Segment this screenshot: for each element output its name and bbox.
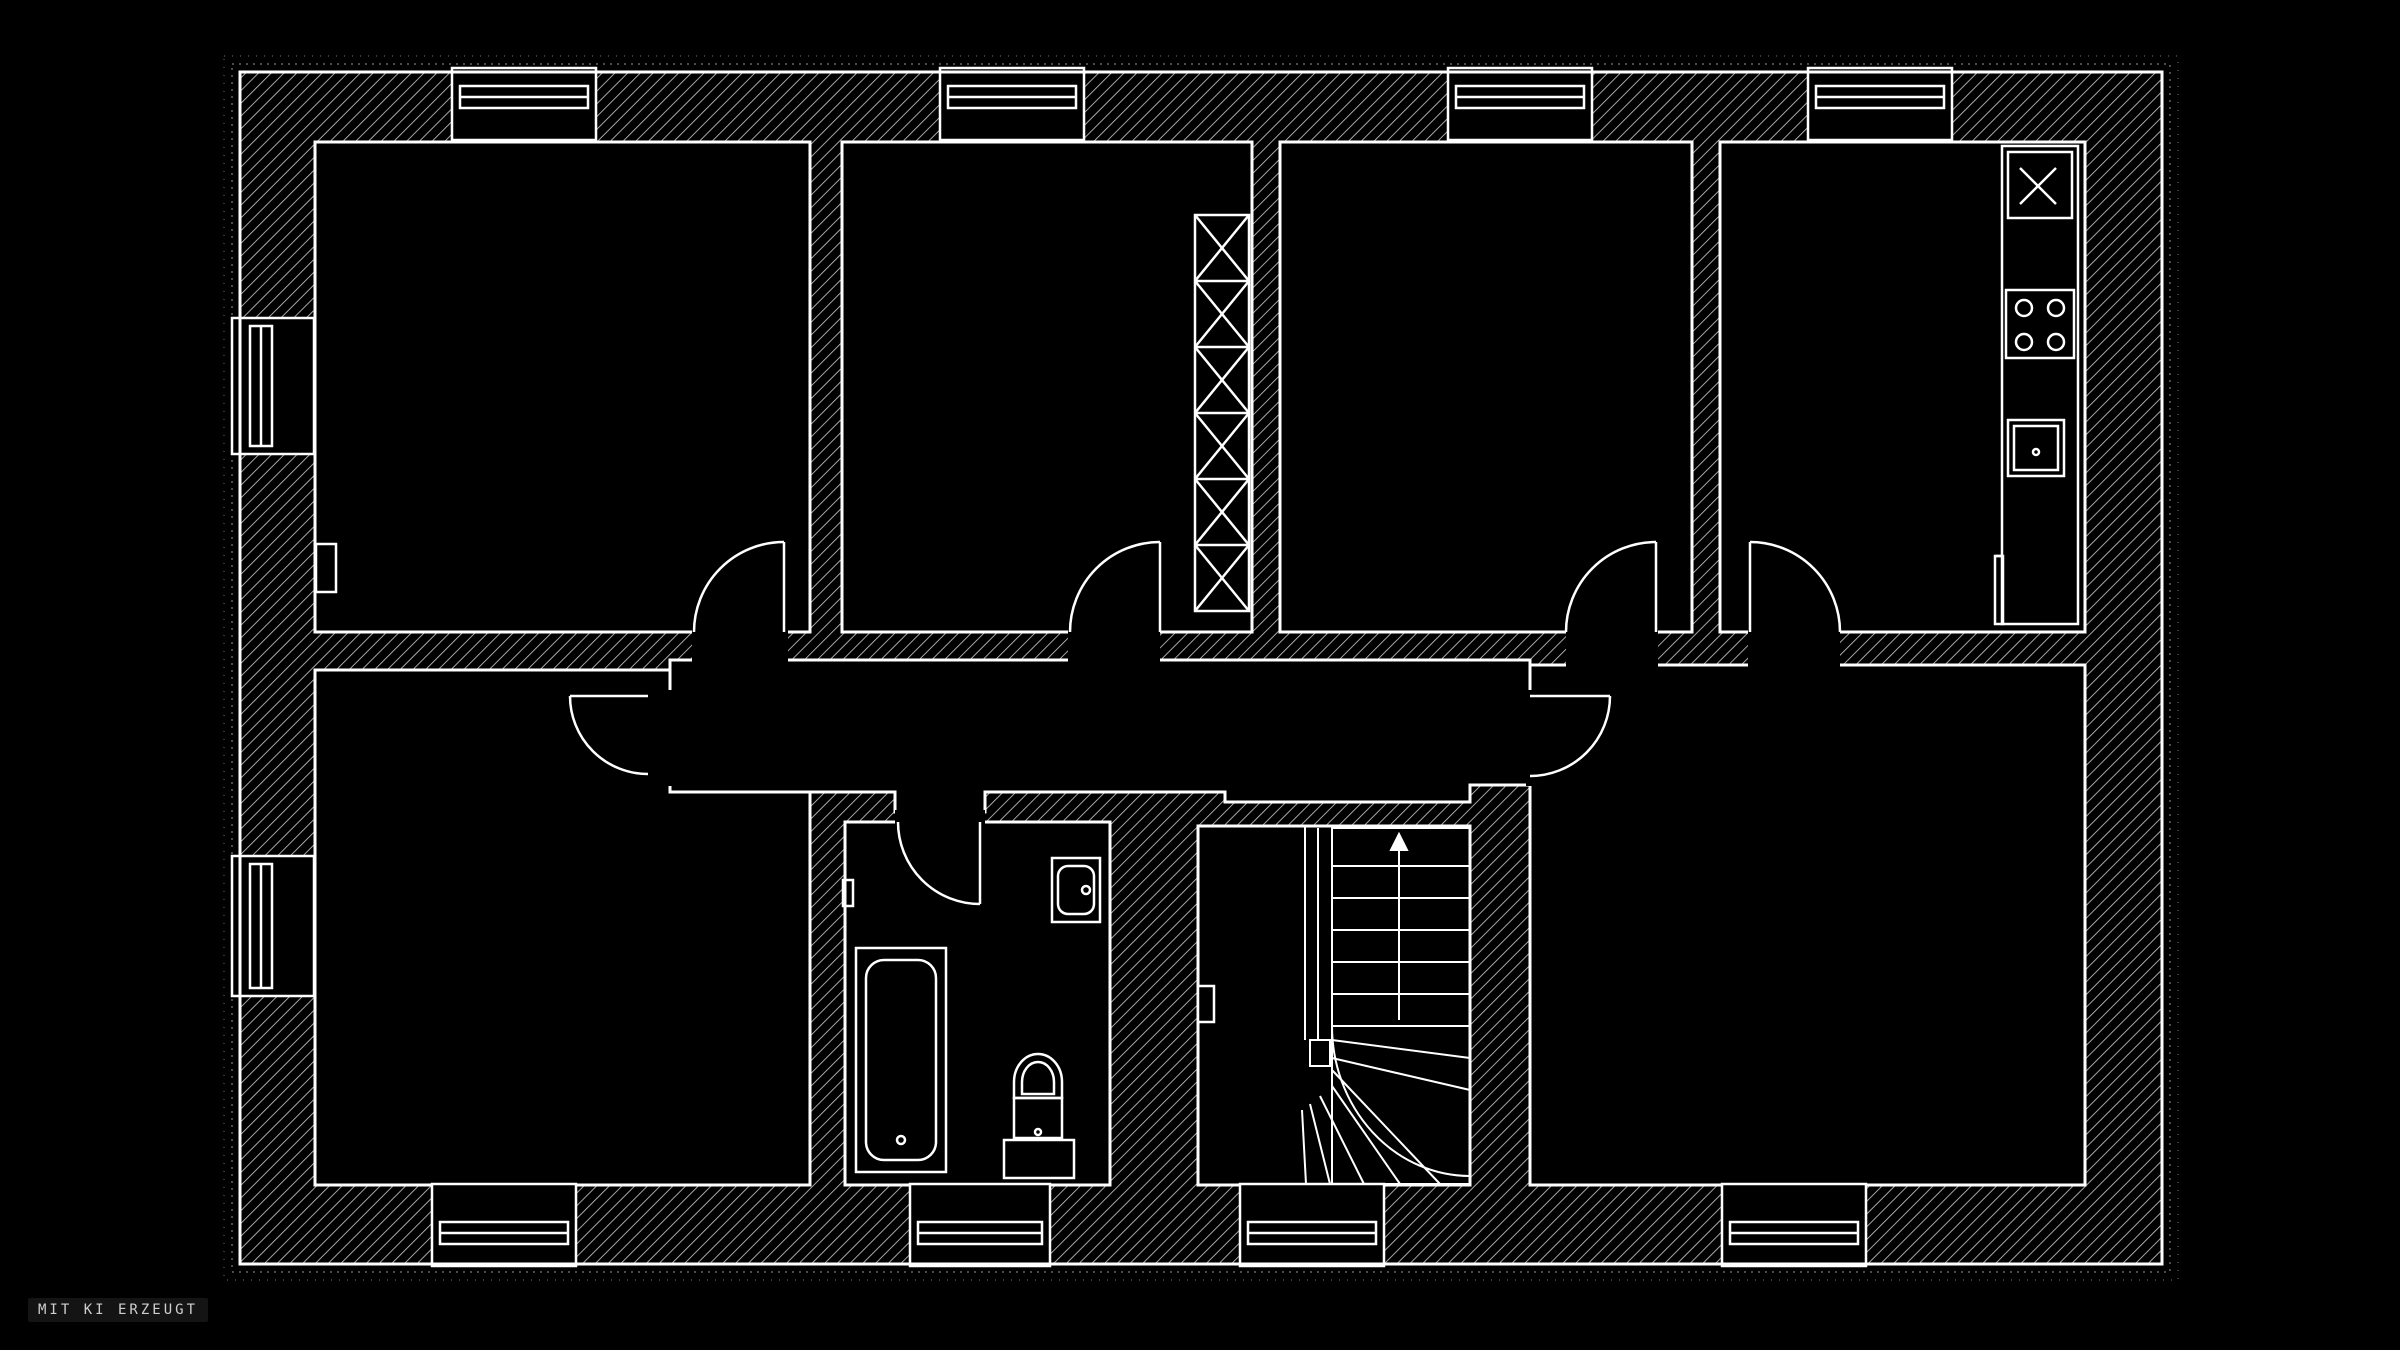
window-icon xyxy=(1446,66,1594,142)
room-top-3 xyxy=(1278,140,1694,634)
bathroom-fixtures xyxy=(841,856,1102,1180)
washbasin xyxy=(1050,856,1102,924)
toilet xyxy=(1002,1052,1076,1180)
door-swing-icon xyxy=(1529,694,1612,778)
door-swing-icon xyxy=(896,821,982,906)
bathtub xyxy=(854,946,948,1174)
room-top-1 xyxy=(313,140,812,634)
window-icon xyxy=(450,66,598,142)
room-bottom-right xyxy=(1528,663,2087,1187)
door-swing-icon xyxy=(1564,540,1658,633)
fridge xyxy=(2006,150,2074,220)
stair-hall xyxy=(1196,824,1472,1187)
window-icon xyxy=(1238,1182,1386,1268)
window-icon xyxy=(1806,66,1954,142)
door-openings xyxy=(640,628,1840,826)
windows xyxy=(230,66,1954,1268)
kitchen-sink xyxy=(2006,418,2066,478)
kitchen xyxy=(1718,140,2087,634)
door-swings xyxy=(568,540,1842,906)
outer-edge-offset-2 xyxy=(223,55,2179,1281)
staircase xyxy=(1301,826,1471,1185)
door-swing-icon xyxy=(1748,540,1842,633)
wall-outlet xyxy=(314,542,338,594)
watermark-badge: MIT KI ERZEUGT xyxy=(28,1298,209,1322)
kitchen-counter xyxy=(2000,144,2080,626)
door-swing-icon xyxy=(568,694,649,776)
outer-edge xyxy=(238,70,2164,1266)
window-icon xyxy=(908,1182,1052,1268)
door-swing-icon xyxy=(692,540,786,633)
stair-arrow-icon xyxy=(1389,831,1409,1020)
kitchen-fixtures xyxy=(1993,144,2080,626)
niche xyxy=(1196,984,1216,1024)
window-icon xyxy=(230,854,316,998)
wardrobe xyxy=(1193,213,1251,613)
window-icon xyxy=(1720,1182,1868,1268)
window-icon xyxy=(430,1182,578,1268)
rooms xyxy=(313,140,2087,1187)
outer-edge-offset xyxy=(231,63,2171,1273)
door-swing-icon xyxy=(1068,540,1162,633)
bathroom xyxy=(843,820,1112,1187)
window-icon xyxy=(938,66,1086,142)
cooktop xyxy=(2004,288,2076,360)
corridor xyxy=(668,658,1532,814)
room-top-2 xyxy=(840,140,1254,634)
window-icon xyxy=(230,316,316,456)
